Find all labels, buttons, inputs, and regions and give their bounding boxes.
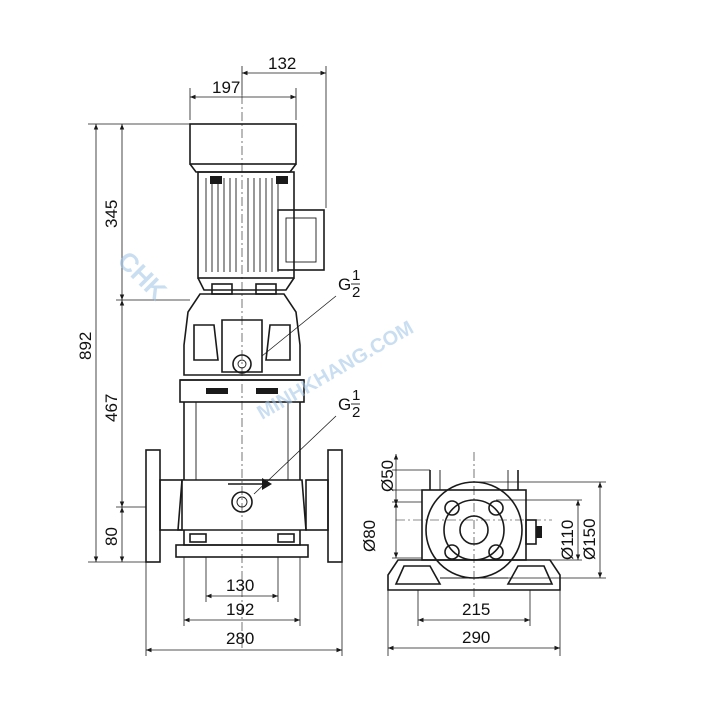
svg-text:290: 290 bbox=[462, 628, 490, 647]
svg-text:2: 2 bbox=[352, 404, 360, 421]
watermark: MINHKHANG.COM CHK bbox=[112, 245, 418, 424]
svg-text:G: G bbox=[338, 275, 351, 294]
svg-text:467: 467 bbox=[102, 394, 121, 422]
svg-text:132: 132 bbox=[268, 54, 296, 73]
svg-text:892: 892 bbox=[76, 332, 95, 360]
port-label-upper: G 1 2 bbox=[261, 267, 360, 357]
svg-text:1: 1 bbox=[352, 387, 360, 404]
svg-text:Ø110: Ø110 bbox=[558, 520, 577, 560]
svg-text:Ø80: Ø80 bbox=[360, 520, 379, 552]
side-flange-bore bbox=[459, 515, 489, 545]
dim-bottom-280: 280 bbox=[145, 562, 343, 656]
svg-text:CHK: CHK bbox=[112, 245, 173, 306]
dim-side-290: 290 bbox=[387, 590, 561, 656]
svg-text:Ø150: Ø150 bbox=[580, 518, 599, 560]
svg-text:Ø50: Ø50 bbox=[378, 460, 397, 492]
dim-side-d50: Ø50 bbox=[378, 454, 430, 505]
dim-side-d80: Ø80 bbox=[360, 501, 422, 559]
pump-sleeve bbox=[183, 402, 301, 480]
svg-text:215: 215 bbox=[462, 600, 490, 619]
svg-text:80: 80 bbox=[102, 527, 121, 546]
svg-text:1: 1 bbox=[352, 267, 360, 284]
dim-left-467: 467 bbox=[102, 300, 146, 508]
dim-left-345: 345 bbox=[102, 124, 190, 301]
svg-text:2: 2 bbox=[352, 284, 360, 301]
motor bbox=[189, 123, 325, 295]
dim-top-197: 197 bbox=[189, 78, 297, 120]
front-view: G 1 2 G 1 2 197 132 bbox=[76, 54, 360, 656]
pump-base bbox=[145, 449, 343, 563]
dim-side-d150: Ø150 bbox=[474, 481, 606, 579]
svg-text:MINHKHANG.COM: MINHKHANG.COM bbox=[254, 317, 418, 424]
dim-side-d110: Ø110 bbox=[496, 499, 582, 561]
dim-bottom-130: 130 bbox=[205, 557, 279, 602]
svg-text:G: G bbox=[338, 395, 351, 414]
side-flange-outer bbox=[425, 481, 523, 579]
svg-text:280: 280 bbox=[226, 629, 254, 648]
svg-text:130: 130 bbox=[226, 576, 254, 595]
pump-bracket bbox=[179, 293, 305, 403]
port-label-lower: G 1 2 bbox=[253, 387, 360, 495]
dim-left-892: 892 bbox=[76, 123, 190, 563]
svg-text:345: 345 bbox=[102, 200, 121, 228]
dim-side-215: 215 bbox=[417, 590, 531, 626]
dim-top-132: 132 bbox=[241, 54, 327, 208]
side-view: Ø50 Ø80 Ø110 Ø150 215 bbox=[360, 452, 606, 656]
dim-bottom-192: 192 bbox=[183, 557, 301, 626]
svg-text:192: 192 bbox=[226, 600, 254, 619]
dim-left-80: 80 bbox=[102, 507, 125, 562]
svg-text:197: 197 bbox=[212, 78, 240, 97]
